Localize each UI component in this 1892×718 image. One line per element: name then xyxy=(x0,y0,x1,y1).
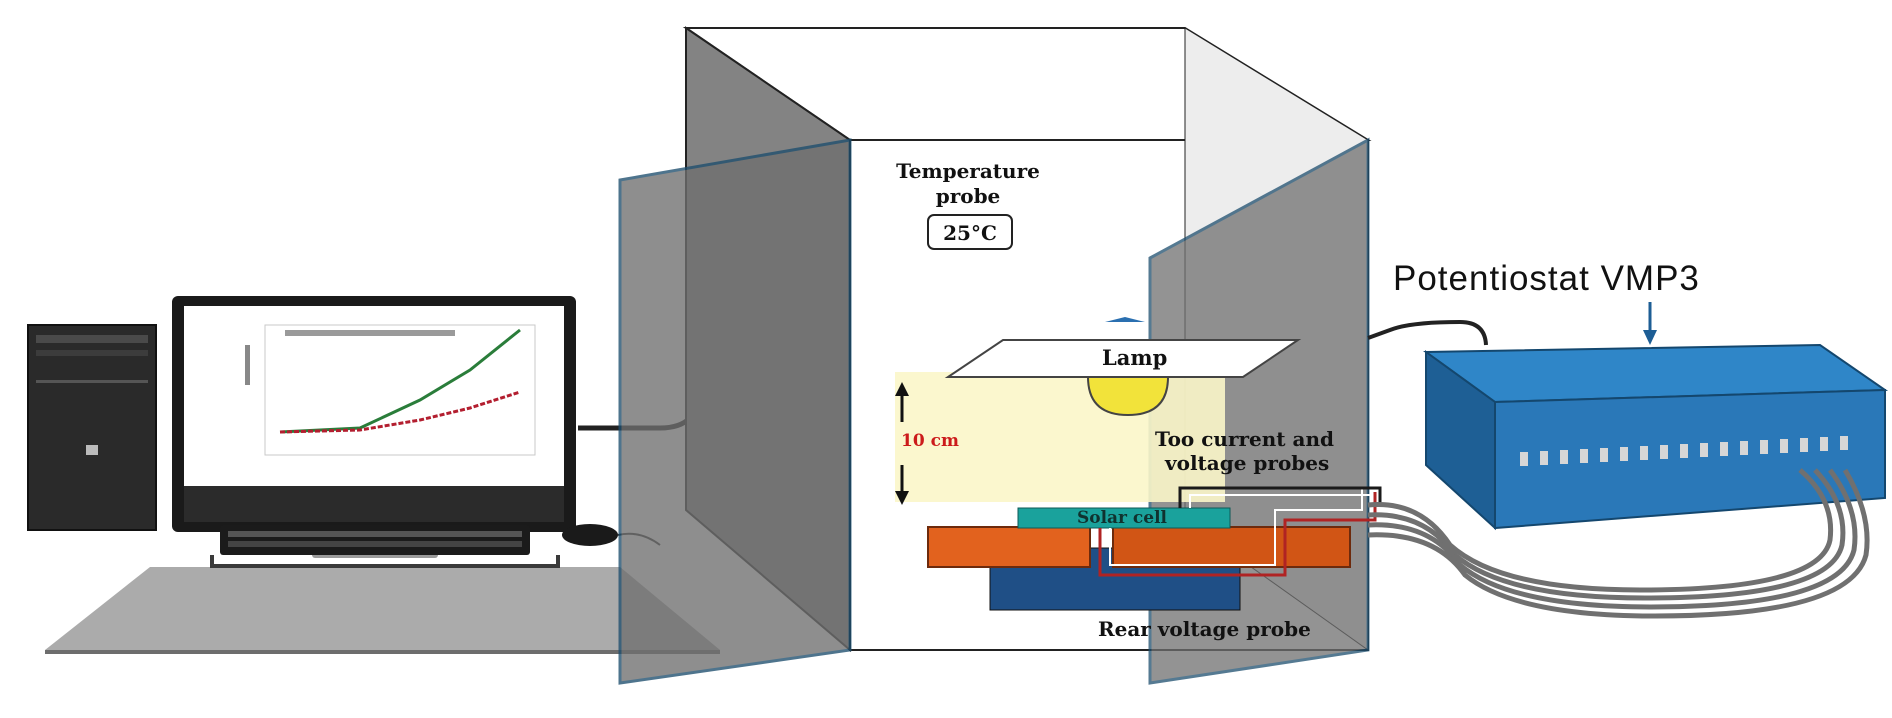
top-probes-label-1: Too current and xyxy=(1155,427,1334,451)
chamber-door-left xyxy=(618,138,852,685)
substrate-right xyxy=(1112,526,1351,568)
temperature-probe-label-2: probe xyxy=(936,184,1001,208)
lamp-icon xyxy=(944,317,1302,417)
temperature-value: 25°C xyxy=(943,221,997,245)
down-arrow-icon xyxy=(1643,302,1657,345)
temperature-probe-label-1: Temperature xyxy=(896,159,1040,183)
probe-cable-bundle xyxy=(1367,468,1870,619)
potentiostat-cable-top xyxy=(1367,319,1488,346)
lamp-label: Lamp xyxy=(1102,345,1167,370)
sample-stage xyxy=(927,486,1382,611)
screen-plot xyxy=(245,324,536,456)
desktop-tower-icon xyxy=(27,324,157,531)
desk-surface xyxy=(45,567,720,650)
desk-edge xyxy=(45,650,720,654)
connector-row xyxy=(1520,436,1848,466)
substrate-left xyxy=(927,526,1091,568)
potentiostat-label: Potentiostat VMP3 xyxy=(1393,259,1700,298)
monitor-icon xyxy=(172,296,576,558)
rear-probe-label: Rear voltage probe xyxy=(1098,617,1311,641)
keyboard-icon xyxy=(210,525,560,568)
light-glow xyxy=(895,372,1225,502)
solar-cell-label: Solar cell xyxy=(1077,508,1168,528)
solar-cell xyxy=(1017,507,1231,529)
top-probes-label-2: voltage probes xyxy=(1164,451,1329,475)
distance-arrow-icon xyxy=(895,382,909,505)
distance-label: 10 cm xyxy=(901,431,959,451)
potentiostat-device xyxy=(1422,343,1889,531)
temperature-display xyxy=(927,214,1013,250)
